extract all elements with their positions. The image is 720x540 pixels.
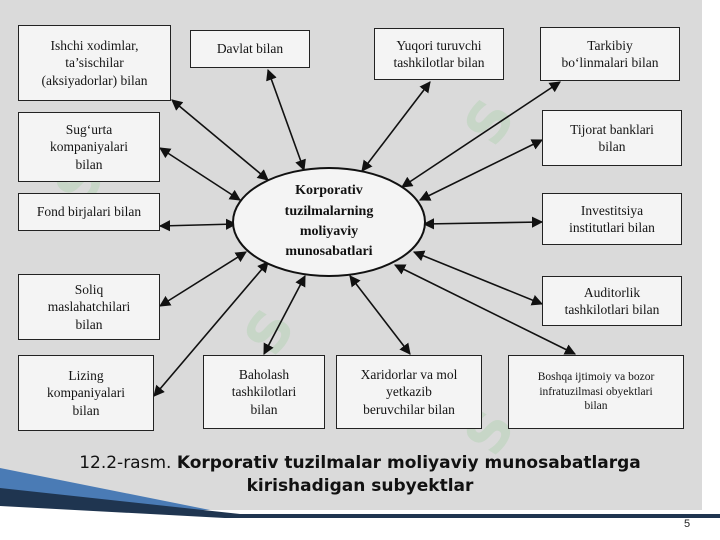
connector-arrow-baholash xyxy=(263,275,306,355)
connector-arrow-boshqa xyxy=(393,264,577,355)
connector-arrow-tijorat xyxy=(418,139,544,201)
node-baholash: Baholash tashkilotlari bilan xyxy=(203,355,325,429)
connector-arrow-lizing xyxy=(153,261,269,397)
center-ellipse xyxy=(232,167,426,277)
caption-line-2: kirishadigan subyektlar xyxy=(246,475,474,496)
node-davlat: Davlat bilan xyxy=(190,30,310,68)
footer-decoration xyxy=(0,468,720,540)
connector-arrow-davlat xyxy=(266,68,306,172)
node-auditorlik: Auditorlik tashkilotlari bilan xyxy=(542,276,682,326)
caption-line-1: Korporativ tuzilmalar moliyaviy munosaba… xyxy=(176,453,641,473)
connector-arrow-fond xyxy=(158,218,238,232)
node-tarkibiy: Tarkibiy bo‘linmalari bilan xyxy=(540,27,680,81)
connector-arrow-yuqori xyxy=(361,81,431,172)
connector-arrow-sugurta xyxy=(159,147,241,201)
connector-arrow-auditorlik xyxy=(412,250,544,306)
node-fond: Fond birjalari bilan xyxy=(18,193,160,231)
node-lizing: Lizing kompaniyalari bilan xyxy=(18,355,154,431)
node-investitsiya: Investitsiya institutlari bilan xyxy=(542,193,682,245)
connector-arrow-tarkibiy xyxy=(401,81,561,188)
caption-prefix: 12.2-rasm. xyxy=(79,453,172,473)
center-label: Korporativ tuzilmalarning moliyaviy muno… xyxy=(284,183,374,260)
node-sugurta: Sug‘urta kompaniyalari bilan xyxy=(18,112,160,182)
node-xaridorlar: Xaridorlar va mol yetkazib beruvchilar b… xyxy=(336,355,482,429)
node-soliq: Soliq maslahatchilari bilan xyxy=(18,274,160,340)
node-yuqori: Yuqori turuvchi tashkilotlar bilan xyxy=(374,28,504,80)
connector-arrow-ishchi xyxy=(171,99,269,181)
node-tijorat: Tijorat banklari bilan xyxy=(542,110,682,166)
figure-caption: 12.2-rasm. Korporativ tuzilmalar moliyav… xyxy=(20,452,700,498)
connector-arrow-xaridorlar xyxy=(349,275,411,355)
node-boshqa: Boshqa ijtimoiy va bozor infratuzilmasi … xyxy=(508,355,684,429)
connector-arrow-investitsiya xyxy=(422,216,544,230)
node-ishchi: Ishchi xodimlar, ta’sischilar (aksiyador… xyxy=(18,25,171,101)
page-number: 5 xyxy=(684,518,691,530)
